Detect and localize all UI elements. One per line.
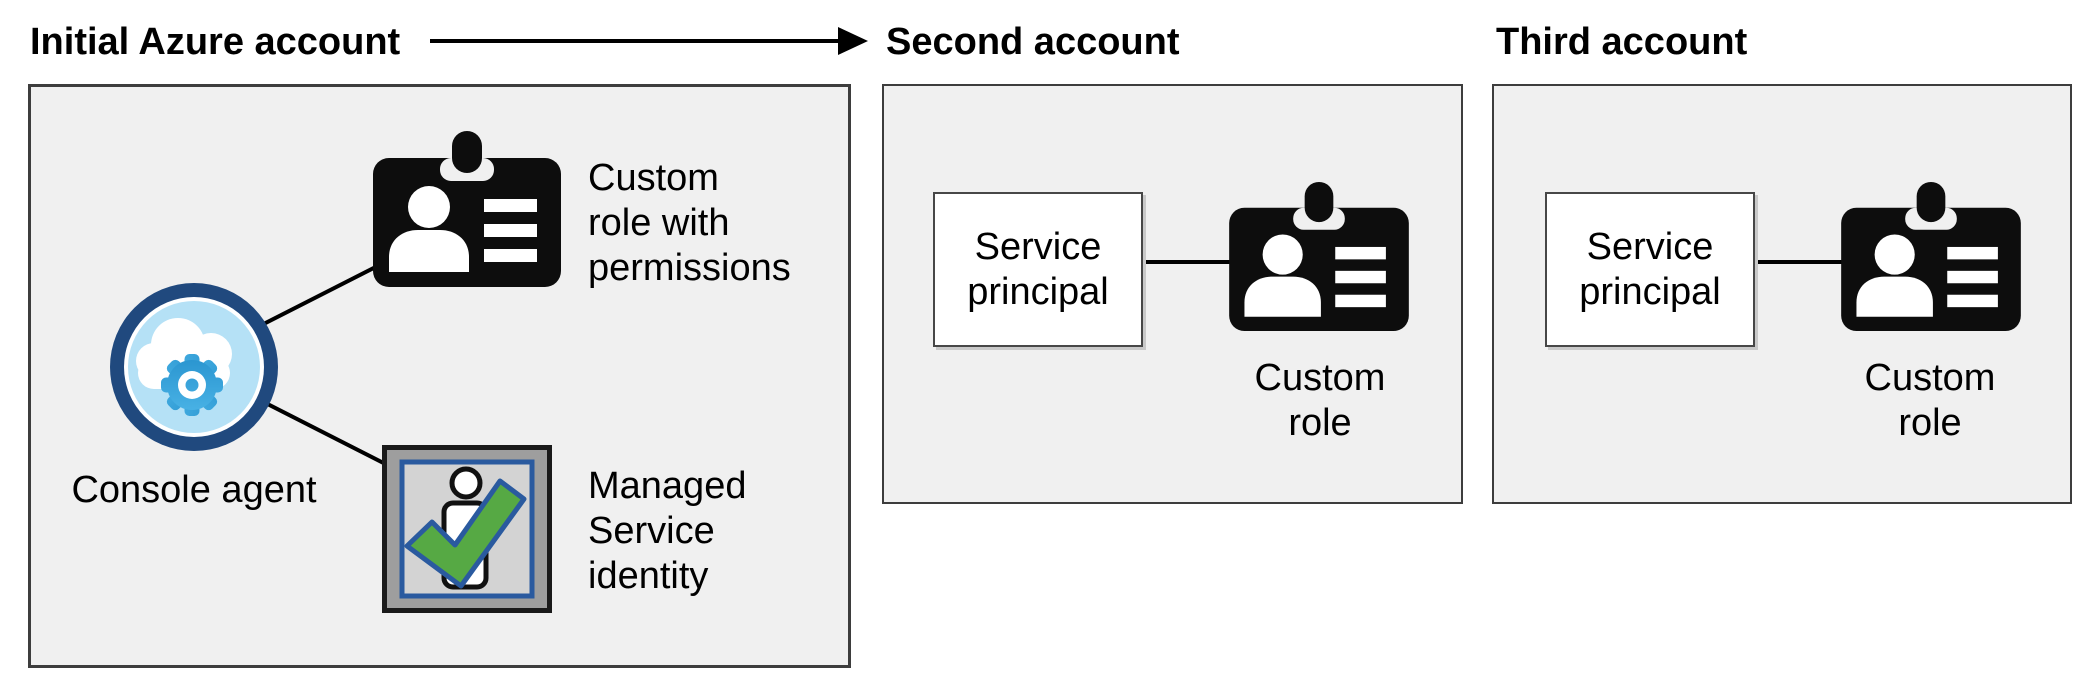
managed-service-identity-label: Managed Service identity <box>588 465 747 597</box>
header-second-account: Second account <box>886 21 1180 63</box>
header-third-account: Third account <box>1496 21 1748 63</box>
service-principal-label: Service principal <box>1579 225 1721 313</box>
id-badge-icon <box>1228 181 1410 332</box>
custom-role-permissions-label: Custom role with permissions <box>588 157 791 289</box>
id-badge-icon <box>372 130 562 288</box>
custom-role-label: Custom role <box>1864 357 1996 444</box>
console-agent-label: Console agent <box>71 469 317 511</box>
id-badge-icon <box>1840 181 2022 332</box>
service-principal-box: Service principal <box>1545 192 1755 347</box>
service-principal-label: Service principal <box>967 225 1109 313</box>
custom-role-label: Custom role <box>1254 357 1386 444</box>
service-principal-box: Service principal <box>933 192 1143 347</box>
right-arrow-icon <box>430 27 868 55</box>
header-initial-azure-account: Initial Azure account <box>30 21 401 63</box>
cloud-gear-icon <box>108 281 280 453</box>
person-check-icon <box>382 445 552 613</box>
